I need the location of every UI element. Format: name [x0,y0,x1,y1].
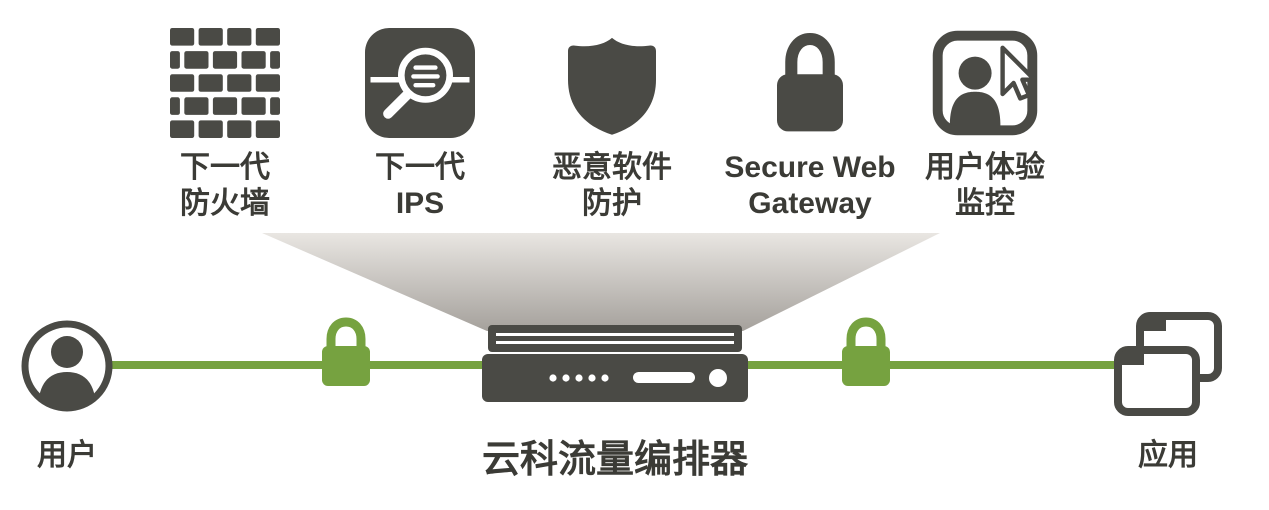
service-label-uem: 用户体验监控 [925,151,1045,220]
service-firewall: 下一代防火墙 [125,28,325,222]
service-label-firewall: 下一代防火墙 [180,151,270,220]
service-malware: 恶意软件防护 [512,28,712,222]
orchestrator-label: 云科流量编排器 [481,439,748,481]
service-uem: 用户体验监控 [885,28,1085,222]
firewall-bricks-icon [170,28,280,138]
apps-icon [1114,312,1222,416]
service-label-malware: 恶意软件防护 [552,151,672,220]
ips-magnifier-icon [365,28,475,138]
lock-left-icon [322,317,370,386]
user-monitor-cursor-icon [932,30,1038,136]
user-icon [21,320,113,412]
funnel-shape [262,233,940,331]
lock-icon [777,32,843,132]
user-label: 用户 [37,439,97,472]
orchestrator-device [482,325,748,402]
lock-right-icon [842,317,890,386]
shield-icon [568,37,656,135]
app-label: 应用 [1138,439,1198,472]
